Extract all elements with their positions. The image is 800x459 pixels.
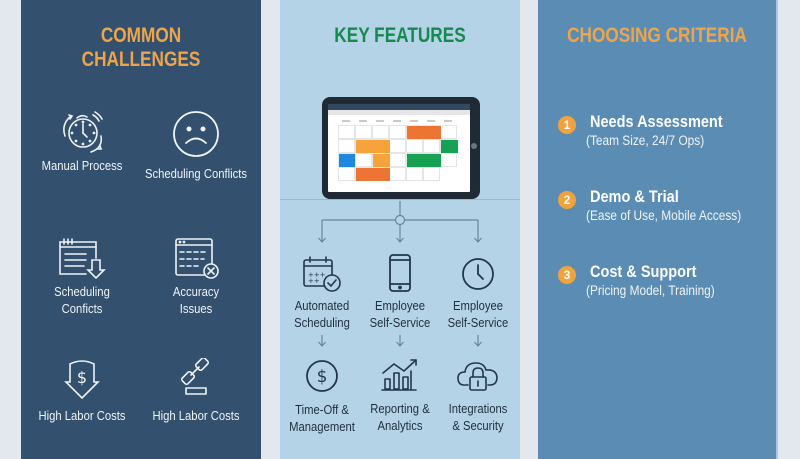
gavel-icon [180, 358, 210, 395]
cloud-lock-icon [457, 362, 498, 391]
challenge-label: Accuracy [172, 285, 220, 299]
feature-employee-self-service-2: Employee Self-Service [418, 255, 538, 332]
feature-label: Management [289, 420, 355, 434]
tablet-screen [328, 104, 470, 192]
challenge-label: High Labor Costs [152, 409, 240, 423]
feature-label: Self-Service [447, 316, 509, 330]
choosing-criteria-panel: CHOOSING CRITERIA [538, 0, 778, 459]
svg-text:+++: +++ [308, 271, 326, 279]
criteria-subtitle-text: (Ease of Use, Mobile Access) [586, 208, 742, 223]
sad-face-icon [173, 111, 219, 157]
clock-icon [462, 258, 494, 290]
step-number-badge: 3 [558, 266, 576, 284]
feature-connector-lines [280, 199, 520, 347]
feature-integrations-security: Integrations & Security [418, 357, 538, 435]
tablet-home-button [471, 143, 477, 149]
feature-employee-self-service: Employee Self-Service [340, 253, 460, 332]
dollar-shield-icon: $ [64, 360, 100, 400]
calendar-error-icon [175, 238, 219, 279]
challenge-label: Conficts [61, 302, 103, 316]
feature-label: Employee [452, 299, 504, 313]
shift-block [407, 126, 441, 139]
shift-block [441, 140, 458, 153]
challenge-high-labor-costs-2: High Labor Costs [136, 358, 256, 425]
challenge-high-labor-costs: $ High Labor Costs [22, 358, 142, 425]
feature-label: Employee [374, 299, 426, 313]
step-number-badge: 2 [558, 191, 576, 209]
feature-reporting-analytics: Reporting & Analytics [340, 357, 460, 435]
feature-time-off-management: $ Time-Off & Management [262, 358, 382, 436]
features-title: KEY FEATURES [334, 24, 466, 47]
svg-text:$: $ [77, 368, 87, 387]
challenge-scheduling-conflicts: Scheduling Conflicts [136, 108, 256, 183]
feature-label: Automated [294, 299, 350, 313]
feature-label: Reporting & [370, 402, 430, 416]
step-number-badge: 1 [558, 116, 576, 134]
svg-text:++: ++ [308, 277, 320, 285]
bar-chart-trend-icon [381, 359, 417, 391]
criteria-title-text: Cost & Support [590, 263, 697, 281]
calendar-download-icon [59, 238, 106, 280]
challenge-manual-process: Manual Process [22, 106, 142, 175]
feature-label: Self-Service [369, 316, 431, 330]
shift-block [356, 140, 390, 153]
criteria-title: CHOOSING CRITERIA [567, 24, 747, 47]
alarm-clock-icon [63, 111, 103, 153]
calendar-check-icon: +++ ++ [303, 256, 341, 292]
criteria-title-text: Demo & Trial [590, 188, 679, 206]
feature-automated-scheduling: +++ ++ Automated Scheduling [262, 255, 382, 332]
feature-label: Time-Off & [295, 403, 349, 417]
svg-text:$: $ [317, 367, 328, 387]
shift-block [356, 168, 390, 181]
shift-block [407, 154, 441, 167]
criteria-subtitle-text: (Team Size, 24/7 Ops) [586, 133, 705, 148]
challenges-title: COMMON CHALLENGES [81, 24, 201, 71]
shift-block [339, 154, 355, 167]
challenge-label: Manual Process [41, 159, 123, 173]
challenge-accuracy-issues: Accuracy Issues [136, 236, 256, 318]
common-challenges-panel: COMMON CHALLENGES [21, 0, 261, 459]
challenge-label: Issues [179, 302, 213, 316]
feature-label: Integrations [448, 402, 508, 416]
feature-label: Analytics [377, 419, 423, 433]
feature-label: Scheduling [294, 316, 350, 330]
dollar-circle-icon: $ [306, 360, 338, 392]
shift-block [373, 154, 390, 167]
challenge-label: Scheduling Conflicts [145, 167, 247, 181]
challenge-label: Scheduling [54, 285, 110, 299]
feature-label: & Security [452, 419, 504, 433]
criteria-title-text: Needs Assessment [590, 113, 723, 131]
tablet-schedule-illustration [322, 97, 480, 199]
smartphone-icon [389, 254, 411, 292]
challenge-scheduling-conficts: Scheduling Conficts [22, 236, 142, 318]
challenge-label: High Labor Costs [38, 409, 126, 423]
criteria-subtitle-text: (Pricing Model, Training) [586, 283, 715, 298]
